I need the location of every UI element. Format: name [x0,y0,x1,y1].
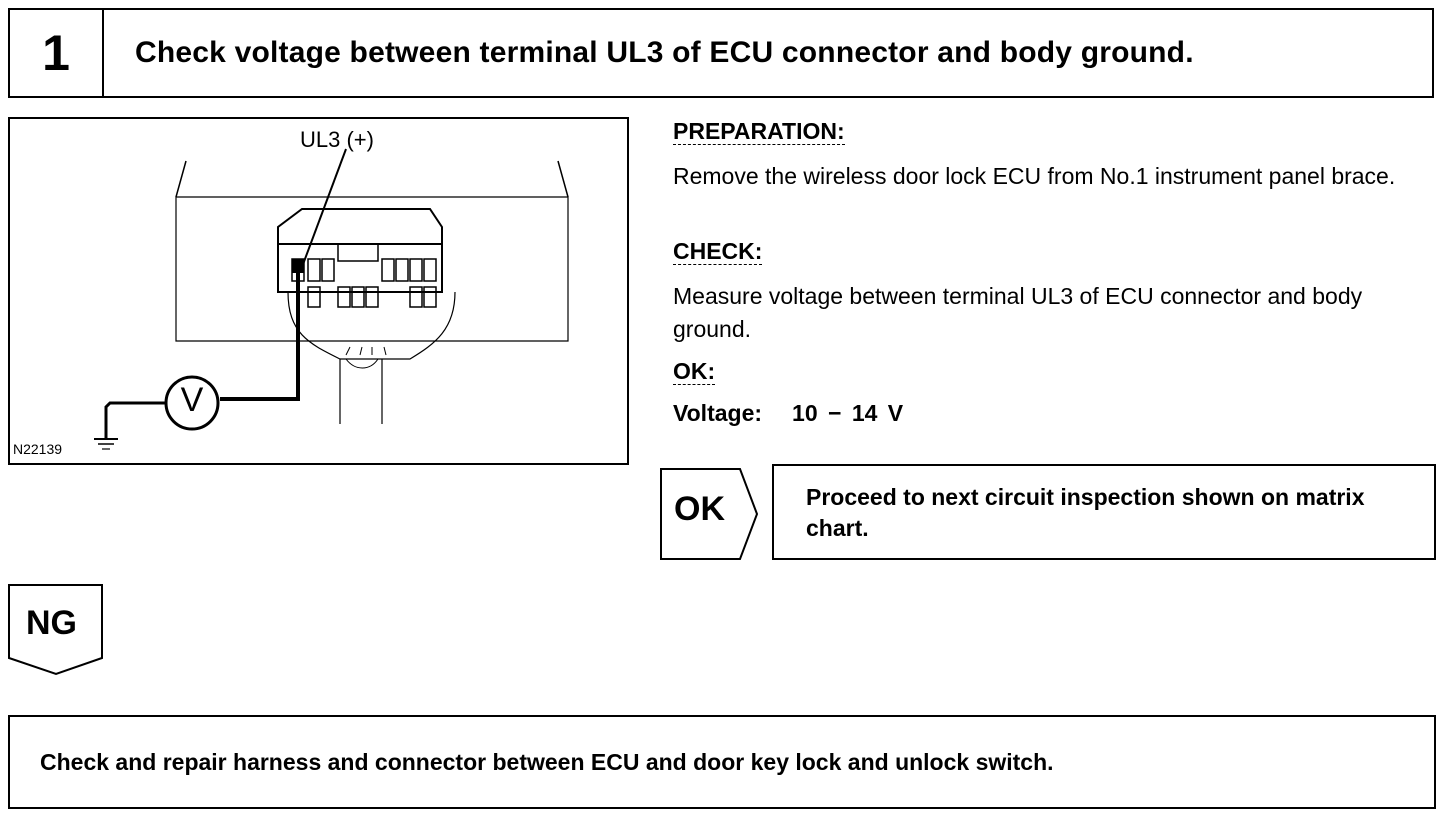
ok-label: OK [674,490,725,528]
connector-diagram: UL3 (+) V N22139 [8,117,629,465]
check-text: Measure voltage between terminal UL3 of … [673,283,1363,342]
ok-heading-text: OK: [673,358,716,385]
preparation-text: Remove the wireless door lock ECU from N… [673,163,1396,189]
connector-illustration [94,148,569,450]
preparation-heading-text: PREPARATION: [673,118,845,145]
voltage-value: 10 − 14 V [792,400,904,426]
preparation-heading: PREPARATION: [673,118,845,145]
voltage-label: Voltage: [673,400,763,426]
check-heading: CHECK: [673,238,763,265]
step-number: 1 [10,10,104,96]
ok-heading: OK: [673,358,716,385]
repair-action-text: Check and repair harness and connector b… [40,749,1054,775]
terminal-label: UL3 (+) [300,127,374,152]
voltmeter-symbol: V [180,381,204,419]
repair-action-box: Check and repair harness and connector b… [8,715,1436,809]
ok-result-box: Proceed to next circuit inspection shown… [772,464,1436,560]
ok-result-text: Proceed to next circuit inspection shown… [806,484,1365,541]
ng-label: NG [26,604,77,642]
figure-id: N22139 [13,441,63,457]
check-heading-text: CHECK: [673,238,763,265]
step-title: Check voltage between terminal UL3 of EC… [135,36,1194,69]
ng-arrow-tag [8,584,103,676]
step-header: 1 Check voltage between terminal UL3 of … [8,8,1434,98]
ok-arrow-tag [660,468,759,560]
voltage-spec: Voltage: 10 − 14 V [673,400,903,427]
